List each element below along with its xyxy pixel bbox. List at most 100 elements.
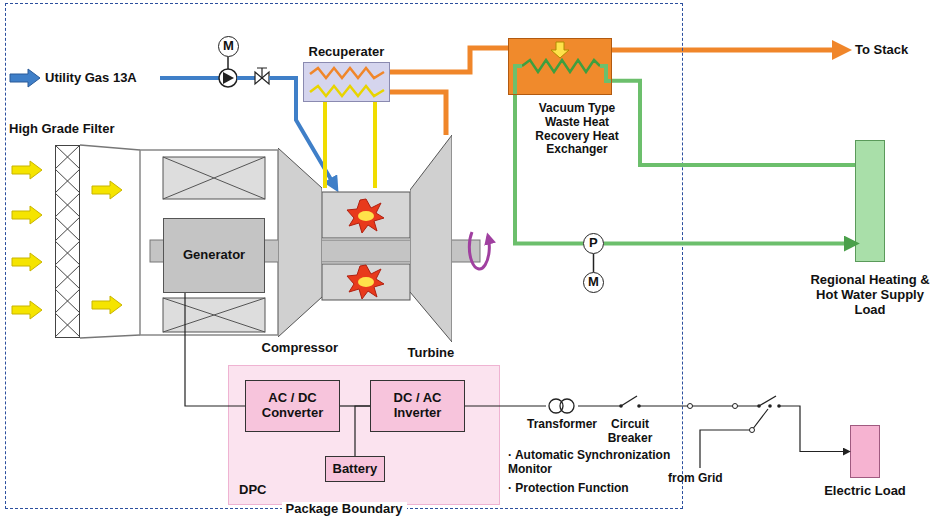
filter-element	[55, 145, 80, 338]
breaker-terminal	[619, 404, 623, 408]
filter-box: High Grade Filter	[55, 145, 80, 338]
rotation-arrow	[469, 232, 489, 269]
combustor	[322, 192, 410, 238]
air-arrow	[12, 253, 42, 271]
node-label: High Grade Filter	[9, 122, 114, 137]
node-label: AC / DC Converter	[253, 391, 333, 421]
electric-load-box: Electric Load	[850, 425, 880, 478]
node-label: Generator	[183, 248, 245, 263]
combustor	[322, 264, 410, 300]
motor-shaft	[227, 57, 229, 69]
water-pipe	[515, 66, 612, 95]
node-label: Vacuum Type Waste Heat Recovery Heat Exc…	[526, 102, 628, 157]
heat-exchanger-body	[508, 38, 612, 95]
node-label: Electric Load	[809, 484, 921, 499]
breaker-terminal	[757, 404, 761, 408]
power-wire	[185, 293, 245, 406]
node-label: M	[588, 275, 599, 290]
symbol-ground	[546, 399, 578, 413]
pump-circle: P	[583, 233, 604, 254]
converter-box: AC / DC Converter	[245, 380, 340, 432]
battery-wire	[355, 406, 370, 456]
air-arrow	[12, 301, 42, 319]
function-note: · Automatic Synchronization Monitor	[508, 449, 680, 477]
battery-box: Battery	[325, 456, 385, 482]
breaker-terminal	[777, 404, 781, 408]
motor-circle: M	[583, 272, 604, 293]
node-label: Compressor	[262, 341, 339, 356]
junction	[688, 404, 693, 409]
node-label: Turbine	[408, 346, 455, 361]
stator-cross	[163, 157, 265, 199]
compressor-shape: Compressor	[278, 148, 322, 337]
stator-cross	[163, 298, 265, 332]
stack-pipe	[612, 48, 846, 53]
stack-label: To Stack	[855, 43, 908, 58]
power-wire	[465, 406, 850, 452]
function-note: · Protection Function	[508, 482, 629, 496]
turbine-shape	[410, 135, 452, 342]
breaker-label: Circuit Breaker	[602, 418, 658, 446]
gas-pipe	[237, 76, 255, 80]
grid-wire	[700, 409, 768, 468]
breaker-contact	[759, 396, 776, 406]
valve-stem	[257, 68, 267, 78]
junction	[733, 404, 738, 409]
generator-box: Generator	[163, 218, 265, 293]
transformer-coil	[549, 399, 563, 413]
pump-shaft	[593, 254, 595, 272]
breaker-contact	[621, 396, 637, 406]
pump-symbol	[223, 72, 234, 84]
exhaust-pipe	[390, 92, 446, 135]
air-coil	[310, 86, 384, 96]
breaker-terminal	[637, 404, 641, 408]
heat-exchanger-box: Vacuum Type Waste Heat Recovery Heat Exc…	[508, 38, 612, 95]
air-arrow	[92, 296, 122, 314]
air-arrow	[12, 206, 42, 224]
gas-pump	[219, 69, 237, 87]
stator-block	[163, 298, 265, 332]
compressor-shape-outline	[278, 148, 322, 337]
recuperator-body	[303, 62, 390, 102]
air-pipe	[325, 102, 375, 188]
node-label: Regional Heating & Hot Water Supply Load	[808, 273, 932, 318]
breaker-terminal	[768, 404, 772, 408]
water-coil	[522, 60, 600, 72]
flame	[347, 199, 384, 233]
gas-inlet-arrow	[10, 69, 40, 87]
hot-water-pipe	[612, 81, 855, 165]
heat-load-box: Regional Heating & Hot Water Supply Load	[855, 140, 885, 262]
node-label: Battery	[333, 462, 378, 477]
return-pipe	[515, 95, 583, 244]
exhaust-coil	[310, 68, 384, 78]
junction	[750, 428, 755, 433]
node-label: Package Boundary	[282, 502, 407, 517]
transformer-coil	[560, 399, 574, 413]
stator-block	[163, 157, 265, 199]
flame	[347, 265, 384, 299]
node-label: M	[223, 39, 234, 54]
gas-pipe	[160, 76, 219, 80]
inverter-box: DC / AC Inverter	[370, 380, 465, 432]
motor-circle: M	[218, 36, 239, 57]
exhaust-pipe	[390, 48, 508, 72]
gas-label: Utility Gas 13A	[45, 71, 137, 86]
recuperator-box: Recuperater	[303, 62, 390, 102]
compressor-shape	[278, 148, 322, 337]
dpc-panel: AC / DC Converter DC / AC InverterBattery…	[228, 365, 500, 505]
air-arrow	[92, 181, 122, 199]
node-label: P	[589, 236, 598, 251]
node-label: DC / AC Inverter	[378, 391, 458, 421]
heat-arrow	[551, 42, 569, 58]
return-pipe	[604, 242, 855, 246]
transformer-label: Transformer	[522, 418, 602, 432]
air-arrow	[12, 161, 42, 179]
intake-duct	[80, 145, 140, 338]
node-label: Recuperater	[309, 45, 385, 60]
grid-label: from Grid	[668, 472, 723, 486]
